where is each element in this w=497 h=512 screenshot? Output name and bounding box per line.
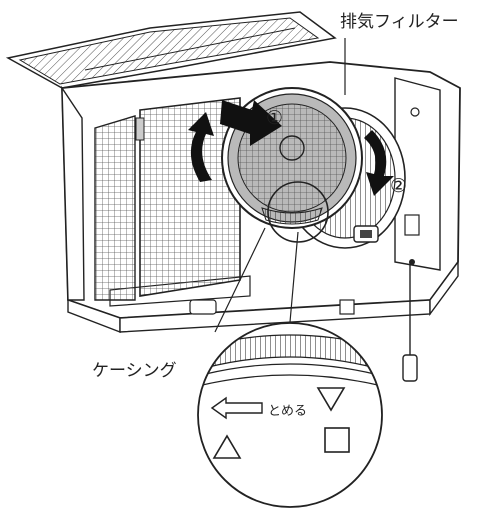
arrow-push-icon bbox=[220, 100, 282, 146]
arrow-down-right-icon bbox=[364, 130, 394, 196]
step2-marker: ② bbox=[390, 175, 407, 197]
triangle-up-marker-icon bbox=[212, 434, 242, 459]
rotation-arrows bbox=[188, 100, 394, 196]
exhaust-filter-label: 排気フィルター bbox=[340, 12, 459, 32]
close-direction-arrow-icon bbox=[210, 396, 263, 420]
zoom-source-circle bbox=[267, 181, 329, 243]
zoom-detail bbox=[197, 322, 383, 508]
side-filter-panel bbox=[94, 97, 241, 301]
square-marker-icon bbox=[324, 427, 350, 453]
top-grille bbox=[5, 11, 337, 89]
step1-marker: ① bbox=[266, 107, 283, 129]
triangle-down-marker-icon bbox=[316, 387, 346, 412]
leader-lines bbox=[214, 38, 346, 333]
arrow-up-left-icon bbox=[188, 112, 214, 182]
close-label: とめる bbox=[268, 404, 307, 419]
casing-label: ケーシング bbox=[92, 361, 177, 381]
